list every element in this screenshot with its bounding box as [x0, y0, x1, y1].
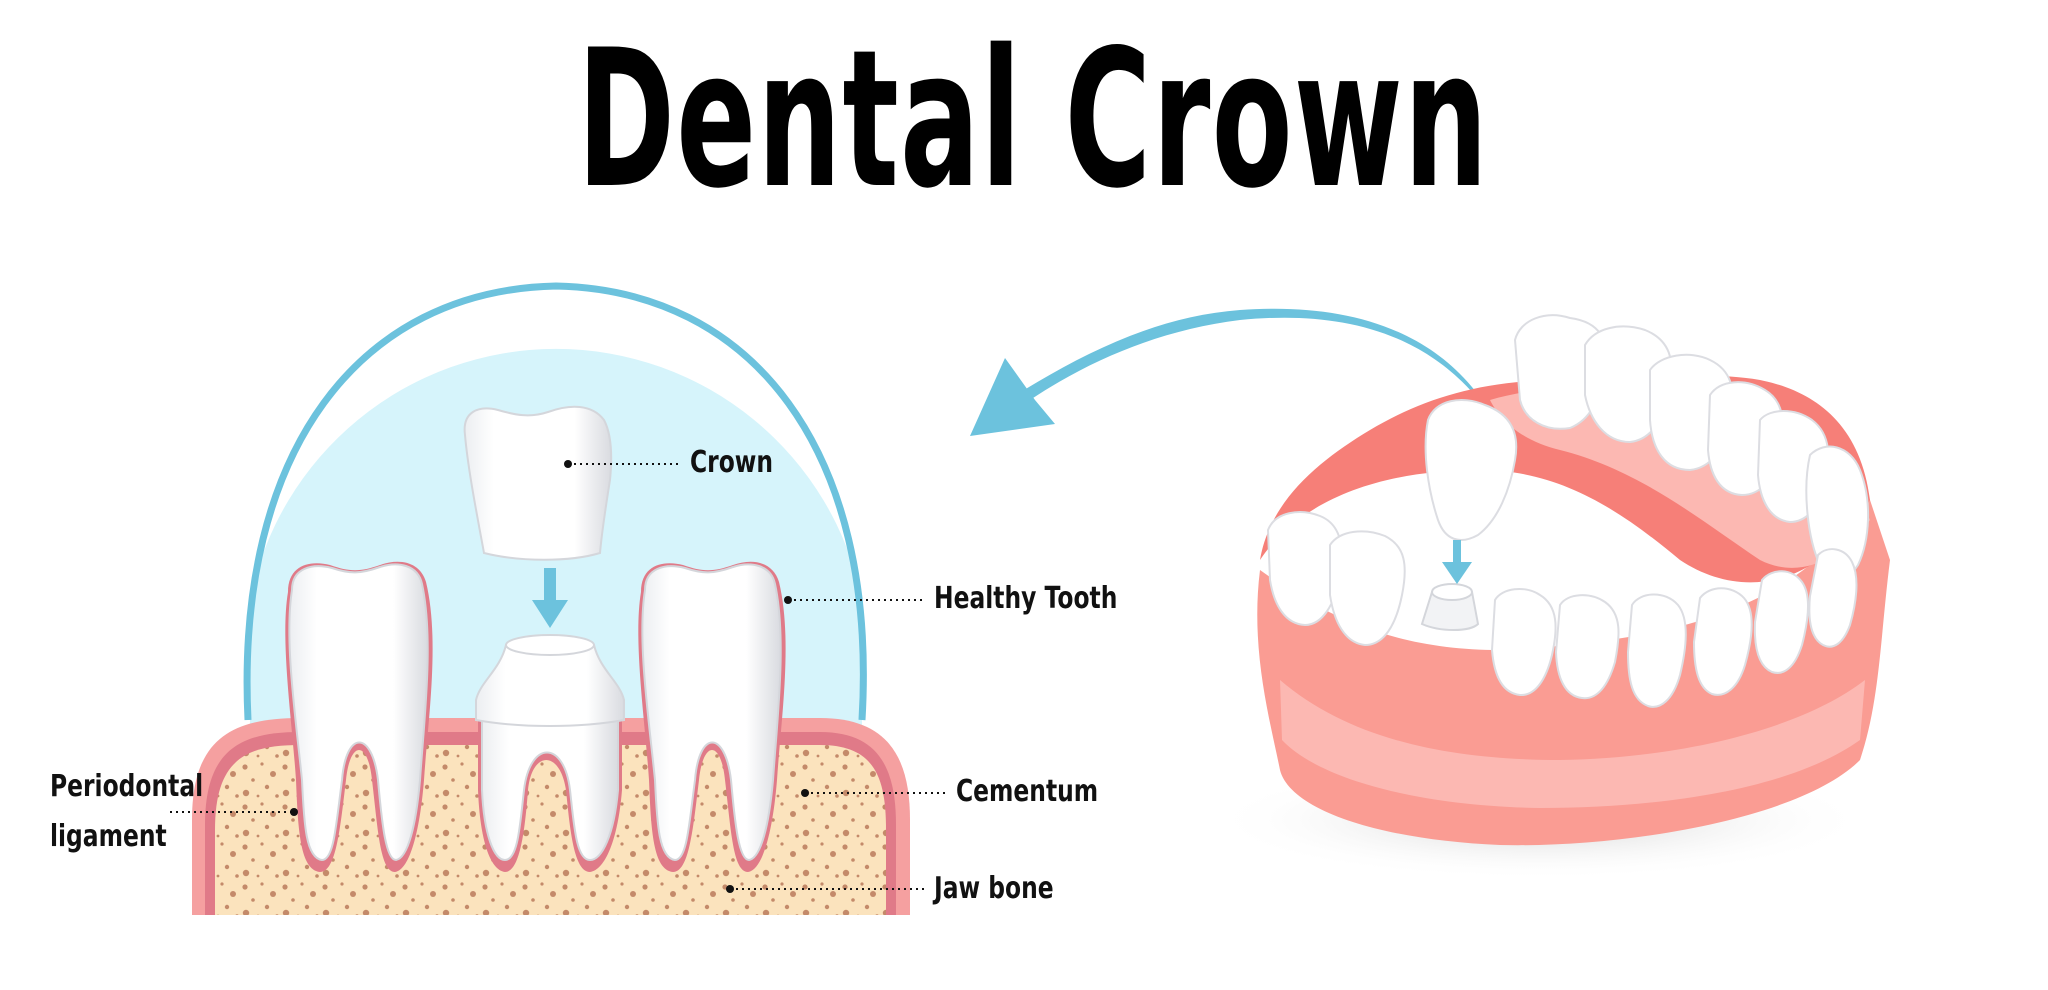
abutment-stump [1420, 583, 1480, 631]
prepared-tooth-abutment [475, 634, 625, 872]
crown-cap [463, 405, 613, 561]
page-title: Dental Crown [577, 9, 1490, 230]
healthy-tooth-left [285, 561, 433, 872]
label-healthy-tooth: Healthy Tooth [934, 581, 1118, 616]
upper-back-teeth [1513, 314, 1870, 580]
callout-dots [290, 460, 809, 893]
down-arrow-icon [532, 568, 568, 628]
healthy-tooth-right [638, 561, 786, 872]
small-down-arrow-icon [1442, 540, 1472, 584]
label-periodontal-line1: Periodontal [50, 769, 204, 804]
label-crown: Crown [690, 445, 774, 480]
lower-front-teeth [1266, 511, 1858, 708]
jaw-model-illustration [1210, 314, 1890, 880]
cross-section-diagram [170, 282, 948, 915]
floating-crown [1424, 399, 1518, 541]
label-jaw-bone: Jaw bone [934, 871, 1054, 906]
label-periodontal-line2: ligament [50, 819, 167, 854]
label-cementum: Cementum [956, 774, 1099, 809]
callout-lines [170, 463, 948, 890]
curved-arrow-icon [970, 308, 1500, 436]
